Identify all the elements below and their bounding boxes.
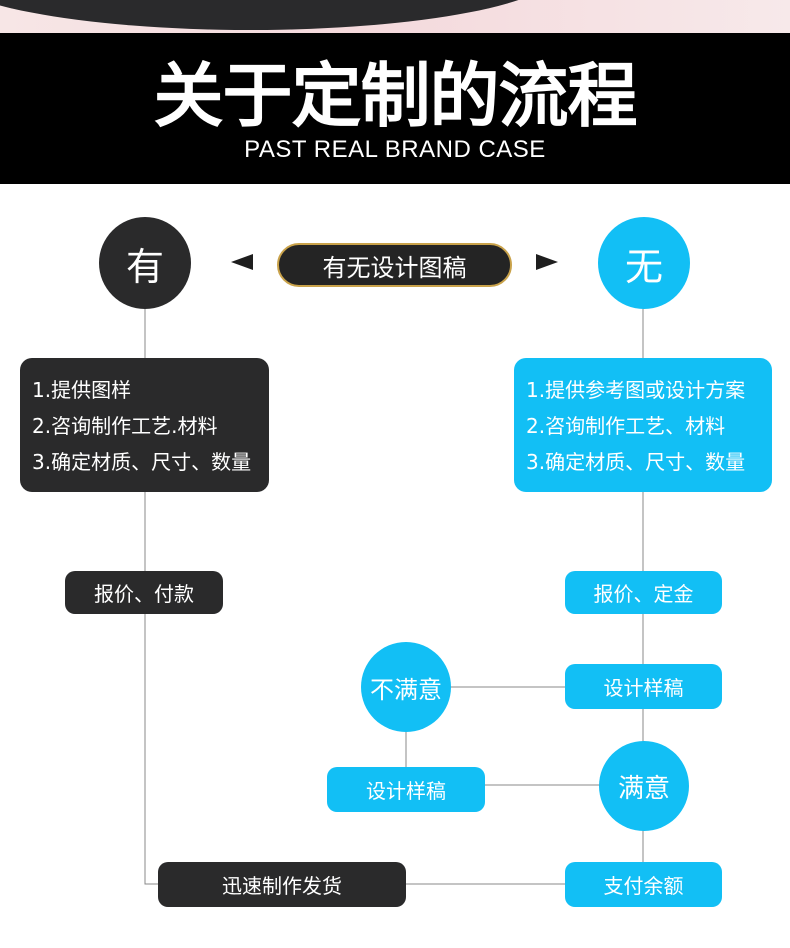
redesign-draft-label: 设计样稿 [366, 779, 446, 803]
design-draft-label: 设计样稿 [603, 676, 684, 700]
quote-pay-label: 报价、付款 [94, 582, 194, 606]
right-steps-box: 1.提供参考图或设计方案 2.咨询制作工艺、材料 3.确定材质、尺寸、数量 [514, 358, 772, 492]
quote-deposit-box: 报价、定金 [565, 571, 722, 614]
satisfied-circle: 满意 [599, 741, 689, 831]
redesign-draft-box: 设计样稿 [327, 767, 485, 812]
left-step-3: 3.确定材质、尺寸、数量 [32, 450, 252, 474]
produce-ship-box: 迅速制作发货 [158, 862, 406, 907]
left-steps-box: 1.提供图样 2.咨询制作工艺.材料 3.确定材质、尺寸、数量 [20, 358, 269, 492]
page-title: 关于定制的流程 [153, 55, 638, 137]
right-step-1: 1.提供参考图或设计方案 [526, 378, 746, 402]
arrow-right-icon [536, 254, 558, 270]
design-draft-box: 设计样稿 [565, 664, 722, 709]
produce-ship-label: 迅速制作发货 [222, 874, 342, 898]
pay-balance-label: 支付余额 [603, 874, 684, 898]
satisfied-label: 满意 [617, 773, 670, 804]
connector-quote-to-ship [144, 612, 160, 885]
quote-deposit-label: 报价、定金 [593, 582, 694, 606]
question-label: 有无设计图稿 [322, 253, 467, 282]
header-banner: 关于定制的流程 PAST REAL BRAND CASE [0, 33, 790, 184]
left-step-2: 2.咨询制作工艺.材料 [32, 414, 218, 438]
pay-balance-box: 支付余额 [565, 862, 722, 907]
unsatisfied-label: 不满意 [370, 675, 442, 704]
yes-label: 有 [125, 244, 164, 289]
unsatisfied-circle: 不满意 [361, 642, 451, 732]
arrow-left-icon [231, 254, 253, 270]
right-step-2: 2.咨询制作工艺、材料 [526, 414, 726, 438]
left-step-1: 1.提供图样 [32, 378, 132, 402]
right-step-3: 3.确定材质、尺寸、数量 [526, 450, 746, 474]
yes-circle: 有 [99, 217, 191, 309]
quote-pay-box: 报价、付款 [65, 571, 223, 614]
no-circle: 无 [598, 217, 690, 309]
page-subtitle: PAST REAL BRAND CASE [244, 136, 546, 163]
question-pill: 有无设计图稿 [277, 243, 512, 287]
no-label: 无 [624, 244, 663, 289]
top-banner-strip [0, 0, 790, 33]
